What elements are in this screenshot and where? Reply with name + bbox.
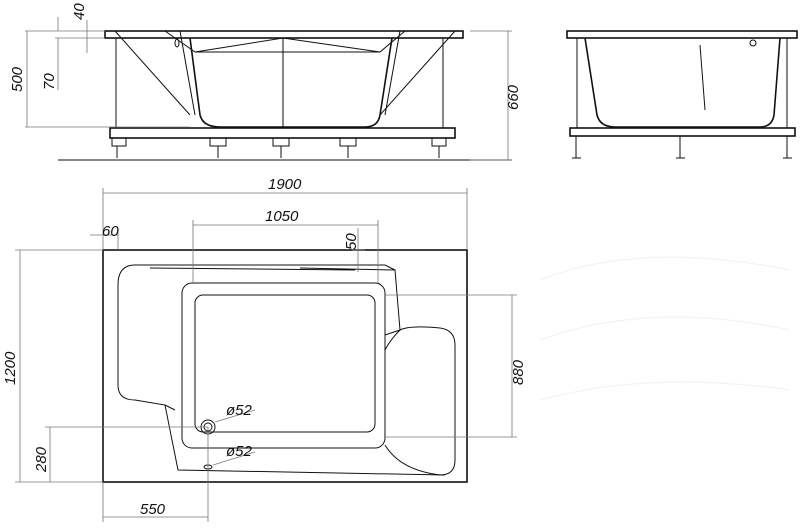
basin-inner bbox=[194, 294, 376, 433]
overflow-icon bbox=[174, 38, 180, 48]
dim-drain-y: 280 bbox=[33, 446, 50, 473]
dim-edge-offset: 60 bbox=[102, 223, 119, 240]
end-side-view bbox=[566, 30, 798, 159]
support-frame bbox=[109, 127, 456, 139]
tub-body-end bbox=[584, 37, 781, 128]
dim-drain-x: 550 bbox=[140, 501, 166, 518]
plan-view: 1900 1050 60 50 1200 880 280 550 ø52 ø52 bbox=[2, 176, 527, 522]
dim-overflow-diameter: ø52 bbox=[226, 443, 253, 460]
dim-inner-width: 880 bbox=[510, 359, 527, 385]
dim-rim-offset: 70 bbox=[41, 73, 58, 90]
front-side-view: 500 70 40 660 bbox=[9, 3, 522, 161]
dim-width: 1200 bbox=[2, 351, 19, 385]
tub-body bbox=[189, 37, 393, 128]
tub-rim bbox=[104, 30, 464, 39]
dim-drain-diameter: ø52 bbox=[226, 402, 253, 419]
dim-inner-offset: 50 bbox=[343, 233, 360, 250]
overflow-end-icon bbox=[749, 39, 757, 47]
dim-inner-length: 1050 bbox=[265, 208, 299, 225]
basin-outer bbox=[181, 282, 386, 449]
right-seat bbox=[135, 264, 456, 476]
tub-outline bbox=[102, 249, 468, 483]
support-frame-end bbox=[569, 127, 796, 137]
dim-length: 1900 bbox=[268, 176, 302, 193]
dim-total-height: 660 bbox=[505, 84, 522, 110]
left-seat bbox=[117, 264, 446, 476]
legs bbox=[111, 137, 447, 158]
tub-rim-end bbox=[566, 30, 798, 39]
dim-tub-depth: 500 bbox=[9, 66, 26, 92]
dim-rim-thickness: 40 bbox=[71, 3, 88, 20]
watermark bbox=[539, 256, 791, 401]
